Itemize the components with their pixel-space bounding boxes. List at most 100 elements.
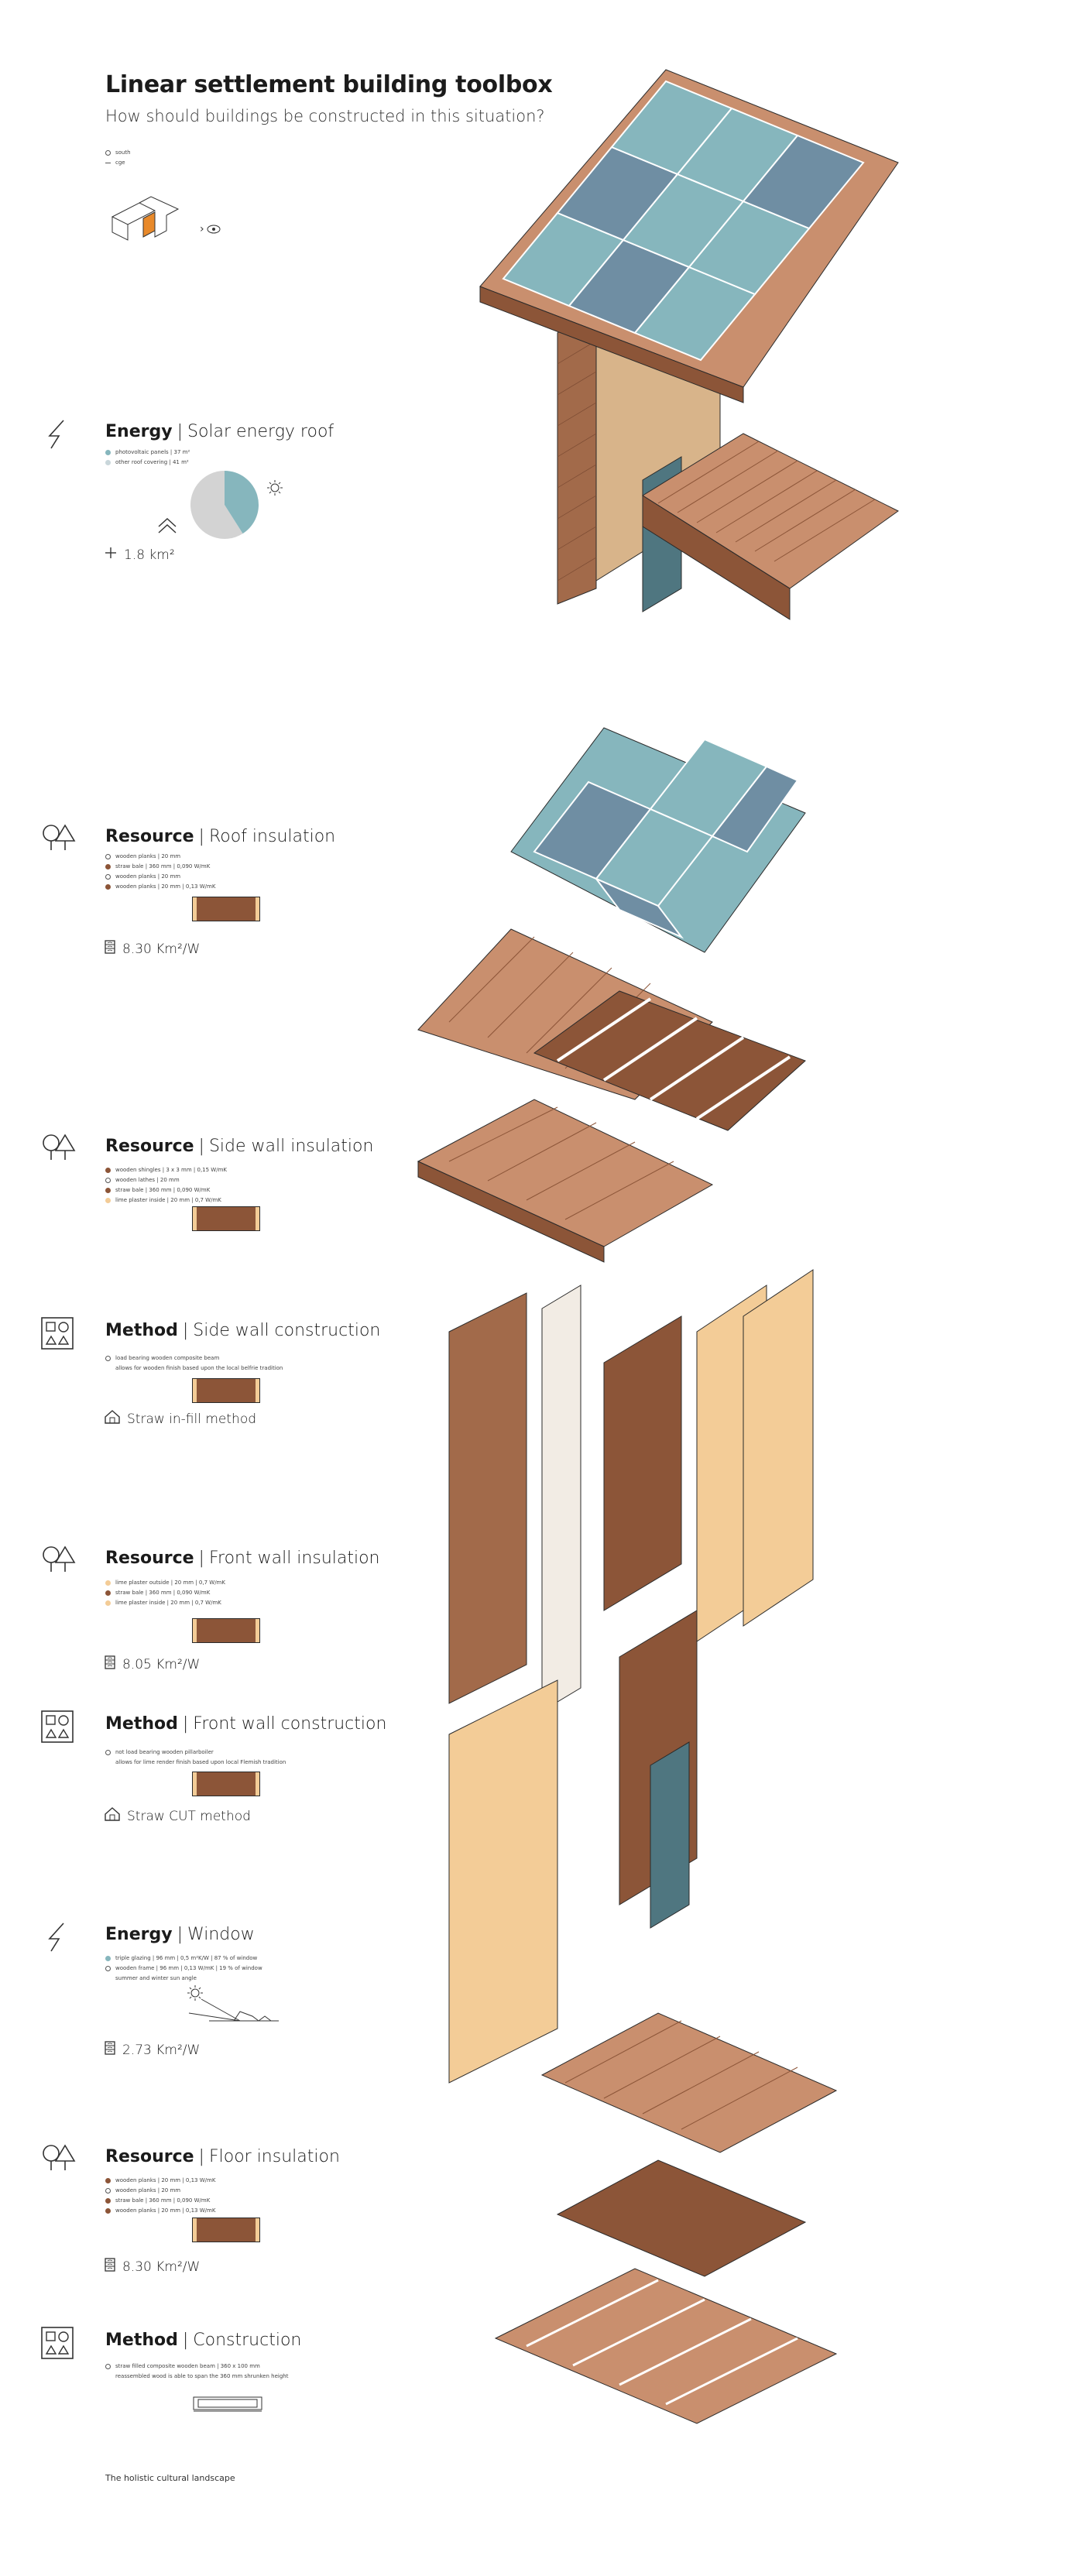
legend-dot	[105, 2364, 111, 2369]
legend-item: straw bale | 360 mm | 0,090 W/mK	[105, 2196, 215, 2206]
metric-value: Straw in-fill method	[127, 1411, 257, 1427]
legend-item: wooden planks | 20 mm | 0,13 W/mK	[105, 882, 215, 892]
pie-slice-other	[190, 471, 243, 539]
shingle-wall	[557, 300, 597, 605]
legend-dot	[105, 864, 111, 870]
legend-dot	[105, 460, 111, 465]
section-topic: Floor insulation	[208, 2147, 340, 2166]
legend-dot	[105, 450, 111, 455]
section-metric: 1.8 km²	[104, 546, 175, 564]
legend-item: straw filled composite wooden beam | 360…	[105, 2362, 288, 2372]
metric-value: Straw CUT method	[127, 1808, 251, 1824]
section-legend: wooden planks | 20 mm | 0,13 W/mK wooden …	[105, 2176, 215, 2216]
legend-dot	[105, 2178, 111, 2183]
section-heading: Resource|Floor insulation	[105, 2147, 340, 2166]
legend-dot	[105, 1750, 111, 1755]
section-topic: Solar energy roof	[187, 422, 334, 441]
legend-item: straw bale | 360 mm | 0,090 W/mK	[105, 862, 215, 872]
legend-dot	[105, 1956, 111, 1961]
lightning-icon	[40, 417, 74, 449]
material-layer-swatch	[192, 2218, 260, 2242]
assembled-building-drawing	[479, 69, 899, 620]
legend-item: allows for lime render finish based upon…	[115, 1759, 286, 1765]
section-heading: Method|Side wall construction	[105, 1321, 381, 1340]
section-metric: 8.30 Km²/W	[104, 939, 200, 959]
section-category: Method	[105, 2331, 178, 2350]
exploded-building-drawing	[417, 727, 838, 2424]
section-topic: Roof insulation	[208, 827, 336, 846]
section-category: Resource	[105, 827, 194, 846]
legend-item: wooden planks | 20 mm	[105, 872, 215, 882]
section-heading: Resource|Roof insulation	[105, 827, 336, 846]
footer-caption: The holistic cultural landscape	[105, 2473, 235, 2483]
chevron-up-icon	[158, 518, 177, 533]
metric-value: 8.30 Km²/W	[122, 941, 201, 957]
eye-icon	[207, 225, 221, 234]
section-metric: 8.30 Km²/W	[104, 2257, 200, 2276]
legend-dot	[105, 2208, 111, 2214]
legend-dot	[105, 854, 111, 859]
house-icon	[104, 1409, 121, 1429]
deck-planks	[657, 441, 876, 562]
solar-panels	[502, 80, 865, 362]
material-layer-swatch	[192, 1772, 260, 1796]
legend-dot	[105, 150, 111, 156]
legend-item: wooden planks | 20 mm	[105, 852, 215, 862]
legend-item: summer and winter sun angle	[115, 1975, 197, 1981]
section-metric: 2.73 Km²/W	[104, 2040, 200, 2060]
legend-dot	[105, 874, 111, 880]
exploded-roof	[417, 727, 806, 1131]
legend-item: wooden frame | 96 mm | 0,13 W/mK | 19 % …	[105, 1964, 262, 1974]
section-metric: 8.05 Km²/W	[104, 1655, 200, 1674]
legend-dot	[105, 2198, 111, 2204]
keyplan-wall-left	[111, 217, 129, 241]
material-layer-swatch	[192, 1206, 260, 1231]
legend-dot	[105, 1188, 111, 1193]
section-metric: Straw CUT method	[104, 1806, 251, 1826]
floor-edge	[642, 495, 791, 620]
section-topic: Side wall construction	[193, 1321, 381, 1340]
trees-icon	[40, 1132, 76, 1163]
legend-dot	[105, 1178, 111, 1183]
section-heading: Method|Construction	[105, 2331, 302, 2350]
key-plan-thumbnail[interactable]: ›	[108, 186, 232, 248]
exploded-walls	[448, 1269, 814, 2084]
legend-dot	[105, 1356, 111, 1361]
trees-icon	[40, 2142, 76, 2173]
section-heading: Energy|Window	[105, 1925, 255, 1944]
pie-slice-photovoltaic	[225, 471, 259, 534]
legend-item: south	[105, 148, 131, 158]
section-topic: Window	[187, 1925, 255, 1944]
keyplan-wall-right	[154, 215, 167, 238]
section-topic: Side wall insulation	[208, 1137, 374, 1156]
shapes-icon	[40, 1316, 74, 1350]
page-subtitle: How should buildings be constructed in t…	[105, 107, 545, 125]
legend-item: lime plaster inside | 20 mm | 0,7 W/mK	[105, 1598, 225, 1608]
legend-item: lime plaster outside | 20 mm | 0,7 W/mK	[105, 1578, 225, 1588]
legend-item: wooden planks | 20 mm | 0,13 W/mK	[105, 2206, 215, 2216]
trees-icon	[40, 822, 76, 853]
lightning-icon	[40, 1920, 74, 1952]
area-icon	[104, 546, 118, 564]
section-topic: Construction	[193, 2331, 302, 2350]
shapes-icon	[40, 1710, 74, 1743]
section-category: Resource	[105, 1137, 194, 1156]
metric-value: 2.73 Km²/W	[122, 2042, 201, 2058]
section-heading: Energy|Solar energy roof	[105, 422, 334, 441]
section-heading: Method|Front wall construction	[105, 1714, 387, 1734]
section-category: Method	[105, 1321, 178, 1340]
keyplan-highlight	[142, 211, 156, 238]
legend-item: cge	[105, 158, 131, 168]
legend-dot	[105, 1198, 111, 1203]
solar-roof-pie-chart	[158, 471, 283, 539]
sun-icon	[267, 480, 283, 496]
material-layer-swatch	[192, 897, 260, 921]
legend-item: wooden planks | 20 mm	[105, 2186, 215, 2196]
material-layer-swatch	[192, 1618, 260, 1643]
legend-dot	[105, 1600, 111, 1606]
